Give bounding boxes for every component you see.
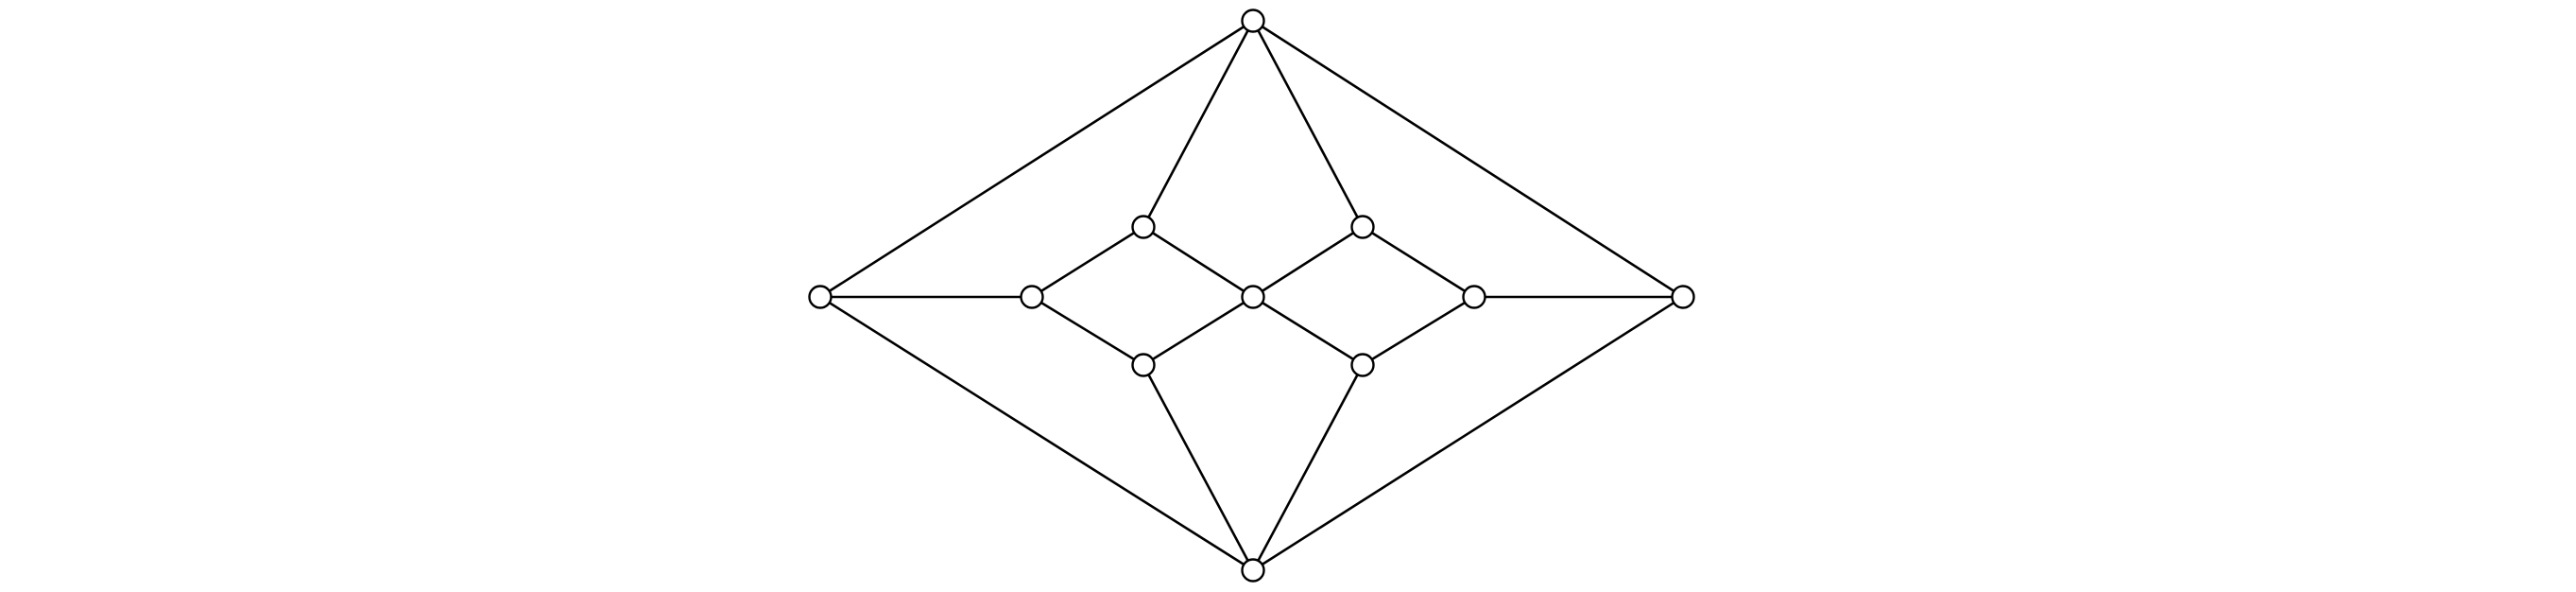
edge-top-upper-right: [1251, 19, 1365, 229]
edge-top-upper-left: [1142, 19, 1255, 229]
node-inner-left: [1020, 285, 1044, 309]
edge-top-right: [1251, 19, 1685, 299]
edge-inner-right-upper-right: [1361, 225, 1476, 299]
node-inner-right: [1462, 285, 1486, 309]
node-top: [1241, 9, 1265, 33]
node-center: [1241, 285, 1265, 309]
edge-lower-left-center: [1142, 295, 1255, 367]
edge-bottom-lower-left: [1142, 363, 1255, 572]
node-right: [1671, 285, 1695, 309]
edges-layer: [818, 19, 1685, 572]
edge-bottom-lower-right: [1251, 363, 1365, 572]
edge-top-left: [818, 19, 1255, 299]
edge-bottom-right: [1251, 295, 1685, 572]
edge-bottom-left: [818, 295, 1255, 572]
edge-inner-left-upper-left: [1030, 225, 1145, 299]
node-lower-right: [1350, 353, 1375, 377]
nodes-layer: [808, 9, 1695, 583]
node-upper-right: [1350, 215, 1375, 239]
edge-lower-right-center: [1251, 295, 1365, 367]
edge-inner-right-lower-right: [1361, 295, 1476, 367]
node-lower-left: [1131, 353, 1156, 377]
edge-upper-left-center: [1142, 225, 1255, 299]
edge-upper-right-center: [1251, 225, 1365, 299]
node-left: [808, 285, 833, 309]
node-upper-left: [1131, 215, 1156, 239]
node-bottom: [1241, 558, 1265, 583]
edge-inner-left-lower-left: [1030, 295, 1145, 367]
